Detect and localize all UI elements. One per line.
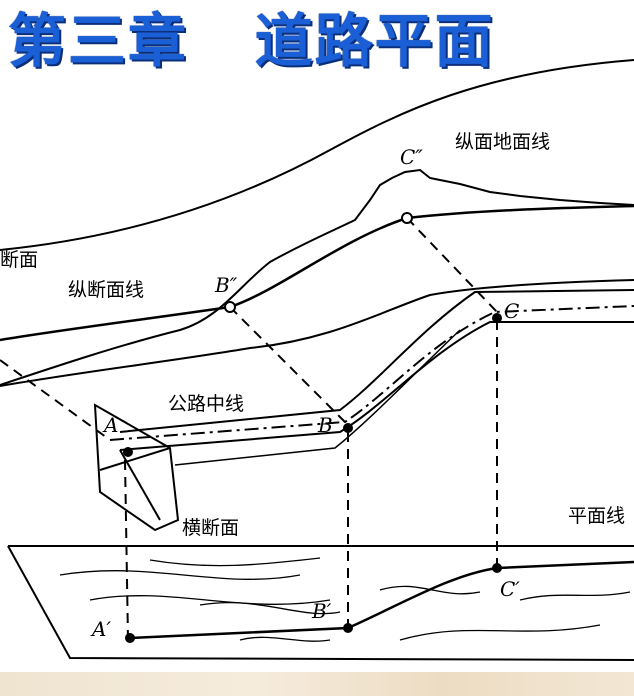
point-c-prime — [492, 563, 502, 573]
label-point-a-prime: A′ — [90, 617, 111, 641]
lower-surface-line — [0, 279, 634, 387]
label-point-b-double: B″ — [214, 273, 238, 297]
point-c — [492, 313, 502, 323]
label-plan-line: 平面线 — [568, 505, 625, 527]
label-profile-section-partial: 断面 — [0, 249, 38, 271]
point-c-double — [401, 212, 413, 224]
road-body — [119, 289, 634, 451]
label-point-a: A — [102, 413, 118, 437]
plan-texture — [59, 557, 631, 642]
label-point-b: B — [317, 413, 333, 437]
point-b-double — [224, 301, 236, 313]
plan-plane-outline — [7, 545, 634, 661]
projection-lines — [0, 217, 498, 641]
profile-design-line — [0, 204, 634, 342]
label-profile-line: 纵断面线 — [68, 279, 144, 301]
plan-line — [129, 560, 634, 640]
point-a — [123, 447, 133, 457]
page-title: 第三章 道路平面 — [8, 7, 495, 75]
label-road-centerline: 公路中线 — [168, 393, 244, 415]
footer-band — [0, 672, 634, 696]
profile-ground-line — [0, 168, 634, 386]
label-point-c-prime: C′ — [500, 577, 520, 601]
point-b-prime — [343, 623, 353, 633]
cross-section-shape — [93, 403, 180, 532]
upper-surface-line — [0, 59, 634, 251]
point-b — [343, 423, 353, 433]
road-centerline — [109, 305, 634, 441]
point-a-prime — [125, 633, 135, 643]
label-profile-ground-line: 纵面地面线 — [455, 131, 550, 153]
label-point-b-prime: B′ — [311, 599, 332, 623]
label-cross-section: 横断面 — [182, 517, 239, 539]
embankment-hatch — [174, 329, 461, 466]
label-point-c-double: C″ — [400, 145, 423, 169]
label-point-c: C — [504, 299, 519, 323]
